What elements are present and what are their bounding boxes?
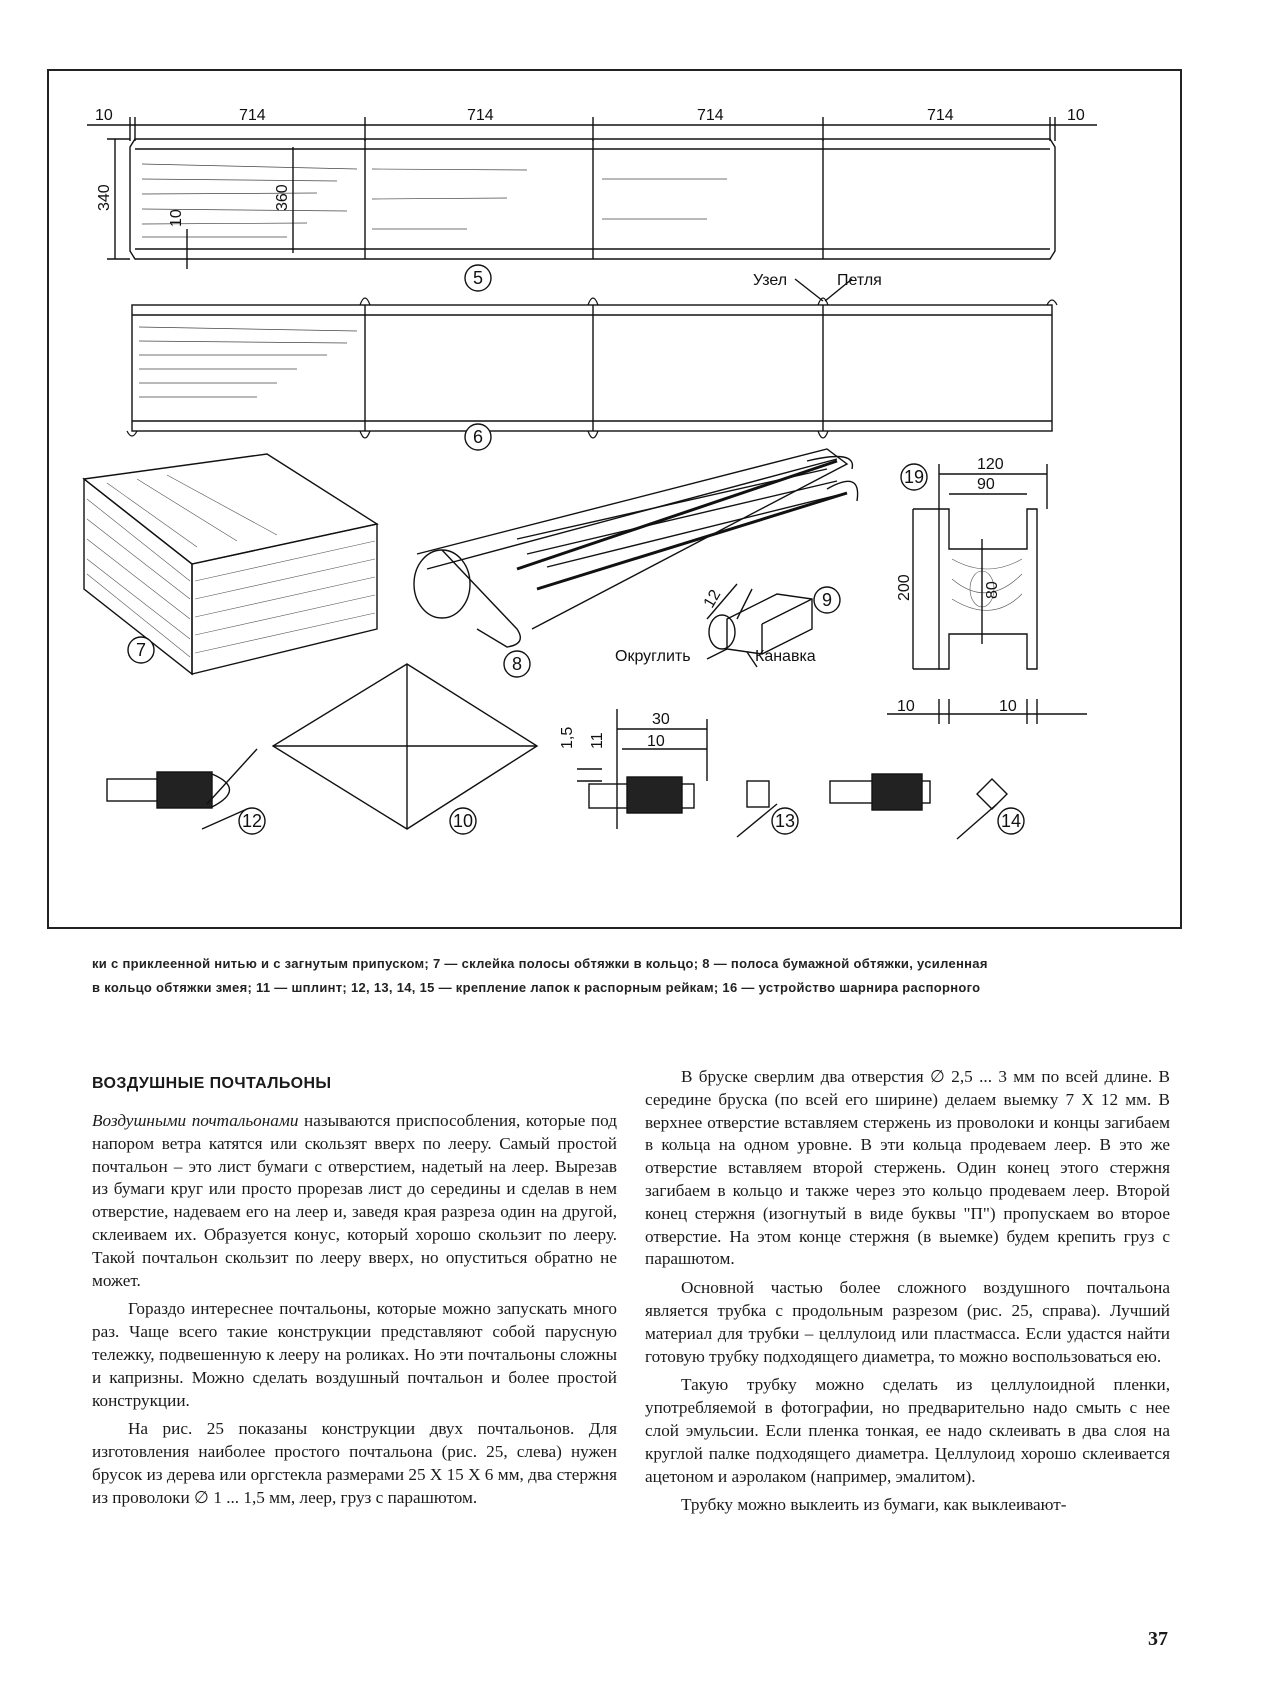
dim-segment-3: 714 — [697, 107, 724, 124]
dim-part9: 12 — [701, 587, 725, 611]
paragraph-7: Трубку можно выклеить из бумаги, как вык… — [681, 1495, 1067, 1515]
part12-joint — [106, 748, 258, 830]
dim-part13-length: 30 — [652, 711, 670, 728]
dim-part13-inner-length: 10 — [647, 733, 665, 750]
article-column-right: В бруске сверлим два отверстия ∅ 2,5 ...… — [645, 1066, 1170, 1517]
label-round: Округлить — [615, 648, 691, 665]
part10-diamond — [271, 663, 539, 830]
part9-block — [706, 583, 813, 668]
paragraph-1: Воздушными почтальонами называются присп… — [92, 1110, 617, 1292]
figure-frame — [47, 69, 1182, 929]
label-loop: Петля — [837, 272, 882, 289]
dim-part19-height: 200 — [896, 574, 913, 601]
part-number-8: 8 — [512, 654, 522, 674]
dim-part13-slot: 1,5 — [559, 727, 576, 749]
part7-box — [82, 453, 379, 676]
part5-strip — [87, 117, 1097, 269]
label-groove: Канавка — [755, 648, 816, 665]
part-number-5: 5 — [473, 268, 483, 288]
part-number-7: 7 — [136, 640, 146, 660]
dim-allowance: 10 — [168, 209, 185, 227]
part19-spool — [887, 464, 1087, 724]
dim-segment-2: 714 — [467, 107, 494, 124]
dim-left-margin: 10 — [95, 107, 113, 124]
caption-line-1: ки с приклеенной нитью и с загнутым прип… — [92, 956, 988, 971]
paragraph-1-text: называются приспособления, которые под н… — [92, 1111, 617, 1290]
part8-roll — [413, 448, 859, 648]
article-title: ВОЗДУШНЫЕ ПОЧТАЛЬОНЫ — [92, 1075, 332, 1092]
part-number-12: 12 — [242, 811, 262, 831]
dim-segment-4: 714 — [927, 107, 954, 124]
dim-part19-inner-height: 80 — [984, 581, 1001, 599]
part-number-19: 19 — [904, 467, 924, 487]
label-knot: Узел — [753, 272, 787, 289]
part-number-10: 10 — [453, 811, 473, 831]
part-number-6: 6 — [473, 427, 483, 447]
dim-part13-thickness: 11 — [589, 732, 606, 749]
paragraph-4: В бруске сверлим два отверстия ∅ 2,5 ...… — [645, 1067, 1170, 1269]
part14-joint — [829, 773, 1008, 840]
figure-drawing: 10 714 714 714 714 10 340 360 10 Узел Пе… — [82, 107, 1097, 840]
part-number-9: 9 — [822, 590, 832, 610]
page-number: 37 — [1148, 1628, 1168, 1650]
caption-line-2: в кольцо обтяжки змея; 11 — шплинт; 12, … — [92, 980, 981, 995]
dim-right-margin: 10 — [1067, 107, 1085, 124]
dim-segment-1: 714 — [239, 107, 266, 124]
dim-part19-foot-right: 10 — [999, 698, 1017, 715]
dim-strip-full-height: 360 — [274, 184, 291, 211]
part6-strip — [126, 278, 1058, 439]
part-number-14: 14 — [1001, 811, 1021, 831]
lead-term: Воздушными почтальонами — [92, 1111, 299, 1130]
part13-joint — [577, 709, 778, 838]
dim-part19-outer-width: 120 — [977, 456, 1004, 473]
paragraph-3: На рис. 25 показаны конструкции двух поч… — [92, 1419, 617, 1507]
part-number-13: 13 — [775, 811, 795, 831]
paragraph-5: Основной частью более сложного воздушног… — [645, 1278, 1170, 1366]
paragraph-2: Гораздо интереснее почтальоны, которые м… — [92, 1299, 617, 1410]
article-column-left: Воздушными почтальонами называются присп… — [92, 1110, 617, 1510]
paragraph-6: Такую трубку можно сделать из целлулоидн… — [645, 1375, 1170, 1486]
dim-part19-inner-width: 90 — [977, 476, 995, 493]
figure-caption: ки с приклеенной нитью и с загнутым прип… — [92, 952, 1182, 1000]
dim-part19-foot-left: 10 — [897, 698, 915, 715]
dim-strip-height: 340 — [96, 184, 113, 211]
